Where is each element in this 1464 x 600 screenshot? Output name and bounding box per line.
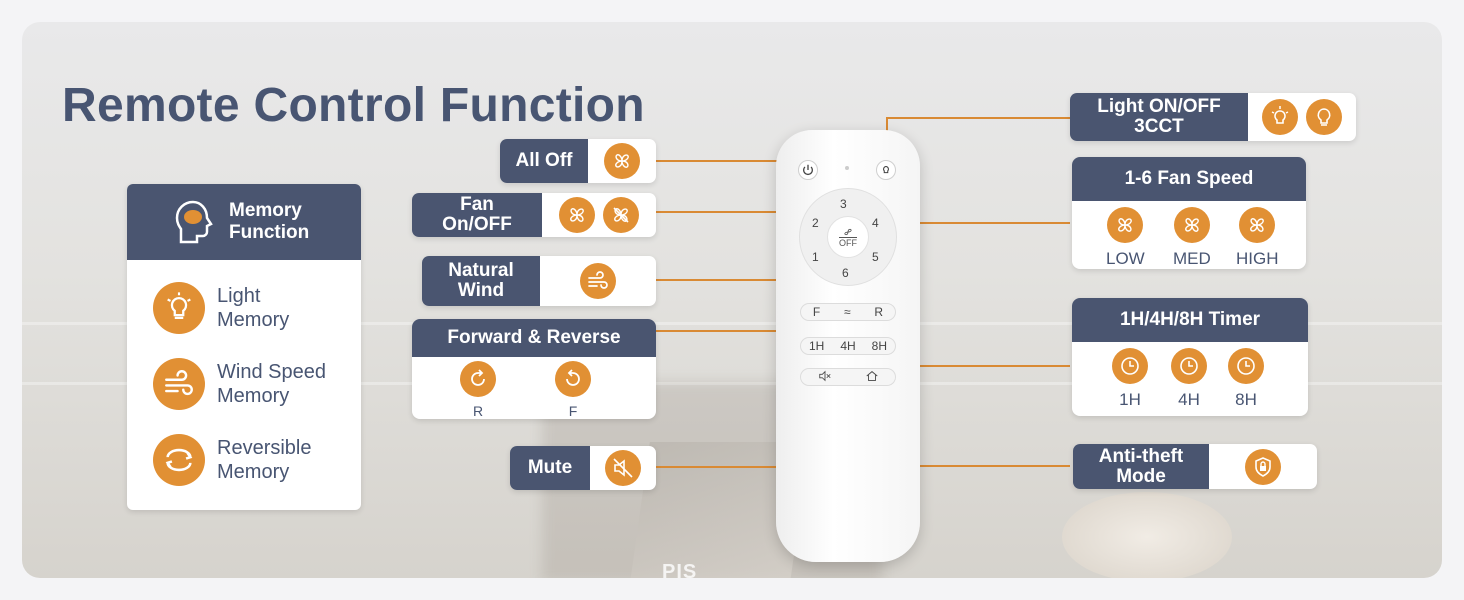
natural-wind-key[interactable]: ≈ [844, 305, 851, 319]
home-icon [865, 370, 878, 381]
reversible-memory-item: Reversible Memory [153, 434, 311, 486]
reverse-option: R [460, 361, 496, 419]
remote-1h-key[interactable]: 1H [808, 339, 825, 353]
natural-wind-label: Natural Wind [422, 256, 656, 306]
light-memory-label: Light Memory [217, 285, 290, 331]
reversible-memory-label: Reversible Memory [217, 437, 312, 483]
fan-onoff-text: Fan On/OFF [412, 193, 542, 237]
all-off-label: All Off [500, 139, 656, 183]
fan-onoff-label: Fan On/OFF [412, 193, 656, 237]
anti-theft-label: Anti-theft Mode [1073, 444, 1317, 489]
wind-speed-memory-label: Wind Speed Memory [217, 361, 326, 407]
fan-low-caption: LOW [1106, 249, 1145, 268]
remote-mute-key[interactable] [818, 369, 832, 386]
forward-reverse-panel: Forward & Reverse R F [412, 319, 656, 419]
timer-1h-caption: 1H [1119, 390, 1141, 409]
natural-wind-text: Natural Wind [422, 256, 540, 306]
page-title: Remote Control Function [62, 79, 645, 132]
memory-panel-header: Memory Function [127, 184, 361, 260]
fan-speed-med: MED [1173, 207, 1211, 269]
reverse-icon [153, 434, 205, 486]
lock-icon [1245, 448, 1281, 485]
fan-speed-panel: 1-6 Fan Speed LOW MED HIGH [1072, 157, 1306, 269]
fan-med-caption: MED [1173, 249, 1211, 268]
speed-4-key[interactable]: 4 [872, 216, 879, 230]
fan-speed-high: HIGH [1236, 207, 1279, 269]
fan-off-key[interactable]: OFF [827, 216, 869, 258]
fan-on-icon [559, 197, 595, 233]
speed-1-key[interactable]: 1 [812, 250, 819, 264]
fan-high-caption: HIGH [1236, 249, 1279, 268]
mute-icon [605, 450, 641, 486]
bulb-icon [153, 282, 205, 334]
reverse-caption: R [472, 403, 484, 419]
fan-low-icon [1107, 207, 1144, 243]
anti-theft-text: Anti-theft Mode [1073, 444, 1209, 489]
wind-speed-memory-item: Wind Speed Memory [153, 358, 326, 410]
fan-speed-low: LOW [1106, 207, 1145, 269]
off-text: OFF [839, 238, 857, 248]
mute-label: Mute [510, 446, 656, 490]
natural-wind-icon [580, 263, 616, 299]
clock-8h-icon [1228, 348, 1264, 384]
speed-3-key[interactable]: 3 [840, 197, 847, 211]
mute-home-row [800, 368, 896, 386]
light-button[interactable] [876, 160, 896, 180]
power-icon [802, 164, 814, 176]
light-icon [883, 165, 889, 174]
fan-med-icon [1173, 207, 1210, 243]
remote-home-key[interactable] [865, 369, 879, 386]
magazine-text: PIS PEQUE [662, 561, 698, 578]
timer-4h-caption: 4H [1178, 390, 1200, 409]
fan-high-icon [1239, 207, 1276, 243]
light-bulb-on-icon [1262, 99, 1298, 135]
clock-1h-icon [1112, 348, 1148, 384]
remote-f-key[interactable]: F [812, 305, 821, 319]
timer-8h: 8H [1228, 348, 1264, 410]
forward-caption: F [568, 403, 578, 419]
speed-5-key[interactable]: 5 [872, 250, 879, 264]
light-onoff-text: Light ON/OFF 3CCT [1070, 93, 1248, 141]
speaker-mute-icon [818, 370, 831, 381]
light-bulb-icon [1306, 99, 1342, 135]
fan-off-icon [603, 197, 639, 233]
forward-reverse-row: F ≈ R [800, 303, 896, 321]
fan-small-icon [844, 228, 852, 236]
timer-8h-caption: 8H [1235, 390, 1257, 409]
timer-1h: 1H [1112, 348, 1148, 410]
timer-title: 1H/4H/8H Timer [1072, 298, 1308, 342]
timer-panel: 1H/4H/8H Timer 1H 4H 8H [1072, 298, 1308, 416]
clock-4h-icon [1171, 348, 1207, 384]
indicator-led [845, 166, 849, 170]
rotate-clockwise-icon [460, 361, 496, 397]
memory-heading: Memory Function [229, 200, 310, 243]
speed-6-key[interactable]: 6 [842, 266, 849, 280]
wind-icon [153, 358, 205, 410]
rotate-counterclockwise-icon [555, 361, 591, 397]
vase-image [1062, 492, 1232, 578]
forward-option: F [555, 361, 591, 419]
speed-2-key[interactable]: 2 [812, 216, 819, 230]
remote-8h-key[interactable]: 8H [871, 339, 887, 353]
all-off-text: All Off [500, 139, 588, 183]
mute-text: Mute [510, 446, 590, 490]
timer-row: 1H 4H 8H [800, 337, 896, 355]
memory-function-panel: Memory Function Light Memory Wind Speed … [127, 184, 361, 510]
light-onoff-label: Light ON/OFF 3CCT [1070, 93, 1356, 141]
brain-head-icon [175, 200, 213, 244]
timer-4h: 4H [1171, 348, 1207, 410]
forward-reverse-title: Forward & Reverse [412, 319, 656, 357]
remote-4h-key[interactable]: 4H [840, 339, 856, 353]
power-button[interactable] [798, 160, 818, 180]
remote-r-key[interactable]: R [874, 305, 884, 319]
light-memory-item: Light Memory [153, 282, 289, 334]
fan-speed-title: 1-6 Fan Speed [1072, 157, 1306, 201]
fan-icon [604, 143, 640, 179]
